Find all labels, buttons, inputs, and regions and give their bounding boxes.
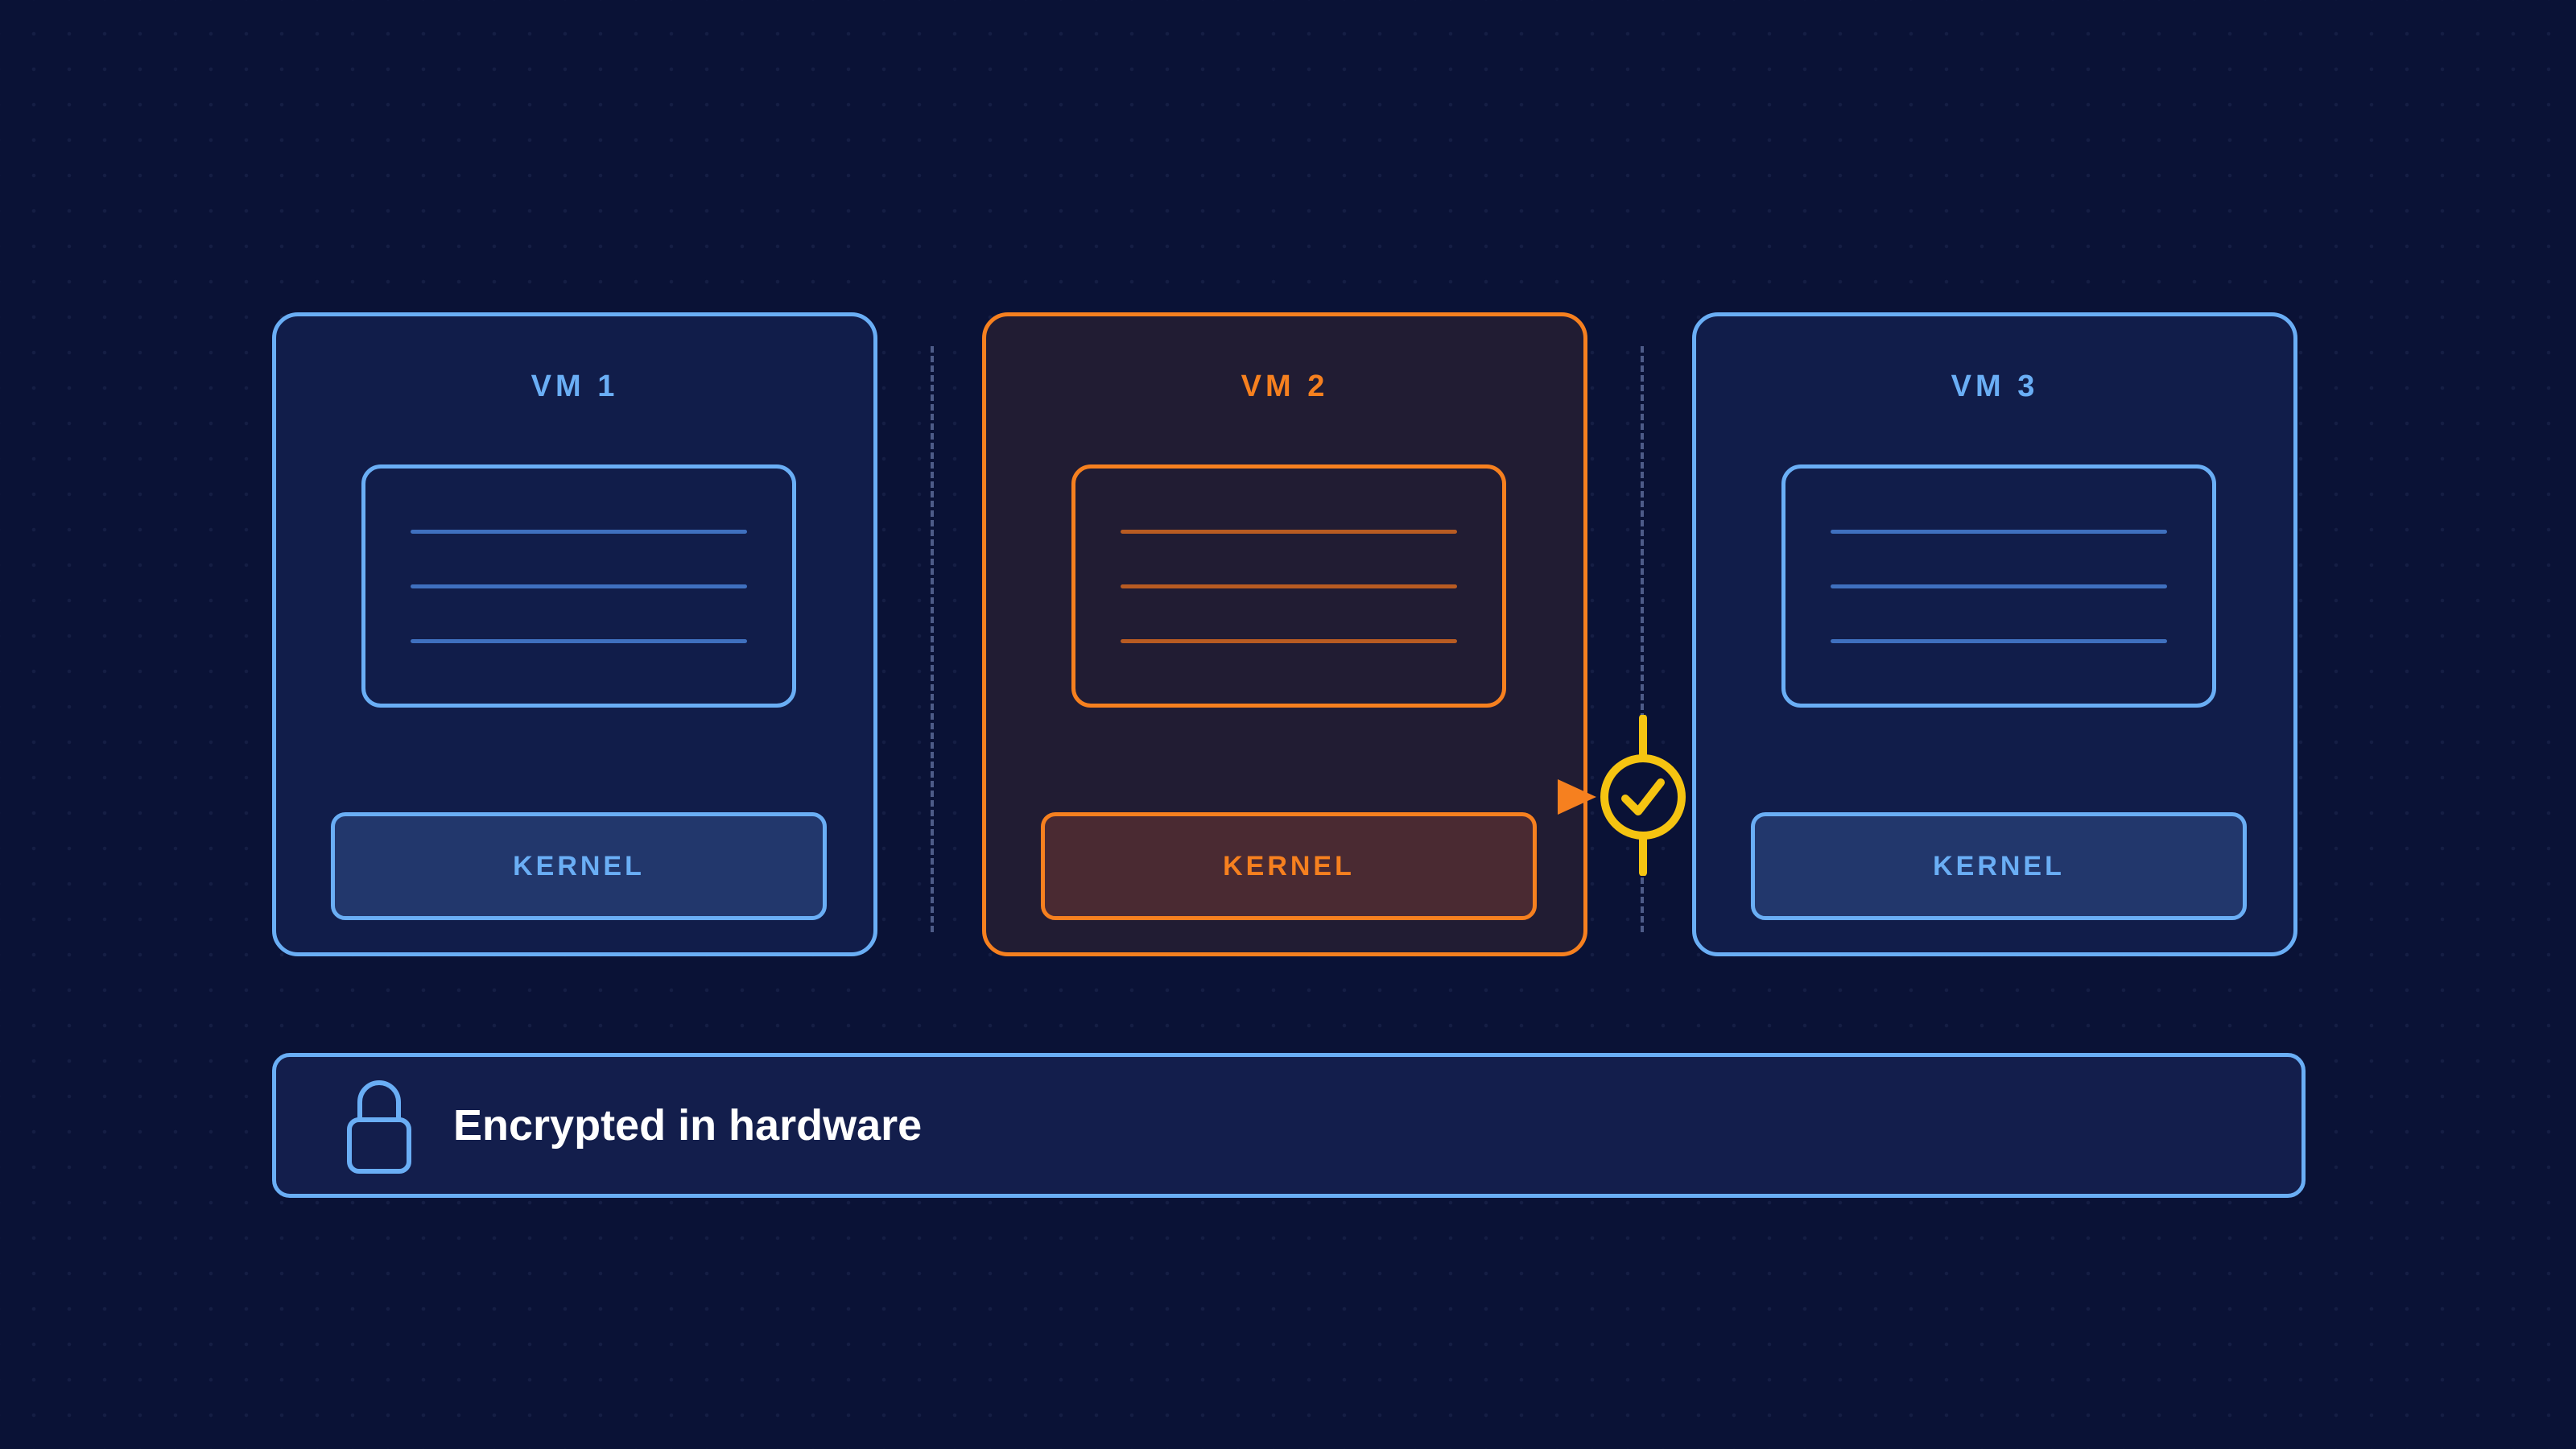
document-line bbox=[411, 584, 747, 588]
vm-2-box: VM 2 KERNEL bbox=[982, 312, 1587, 956]
access-arrow-icon bbox=[1558, 779, 1596, 815]
document-line bbox=[411, 639, 747, 643]
banner-text: Encrypted in hardware bbox=[453, 1101, 923, 1150]
vm-3-box: VM 3 KERNEL bbox=[1692, 312, 2297, 956]
document-line bbox=[1121, 530, 1457, 534]
isolation-divider-right bbox=[1641, 346, 1644, 932]
lock-icon bbox=[347, 1080, 411, 1174]
vm-3-document bbox=[1781, 464, 2216, 708]
vm-1-document bbox=[361, 464, 796, 708]
vm-1-title: VM 1 bbox=[530, 369, 619, 403]
document-line bbox=[1831, 530, 2167, 534]
document-line bbox=[1121, 639, 1457, 643]
vm-2-kernel: KERNEL bbox=[1041, 812, 1537, 920]
vm-1-kernel: KERNEL bbox=[331, 812, 827, 920]
encryption-banner: Encrypted in hardware bbox=[272, 1053, 2306, 1198]
document-line bbox=[1121, 584, 1457, 588]
document-line bbox=[1831, 584, 2167, 588]
isolation-divider-left bbox=[931, 346, 934, 932]
vm-1-box: VM 1 KERNEL bbox=[272, 312, 877, 956]
vm-2-title: VM 2 bbox=[1241, 369, 1329, 403]
vm-3-title: VM 3 bbox=[1951, 369, 2039, 403]
document-line bbox=[1831, 639, 2167, 643]
access-check-icon bbox=[1558, 715, 1686, 876]
document-line bbox=[411, 530, 747, 534]
vm-2-document bbox=[1071, 464, 1506, 708]
vm-3-kernel: KERNEL bbox=[1751, 812, 2247, 920]
